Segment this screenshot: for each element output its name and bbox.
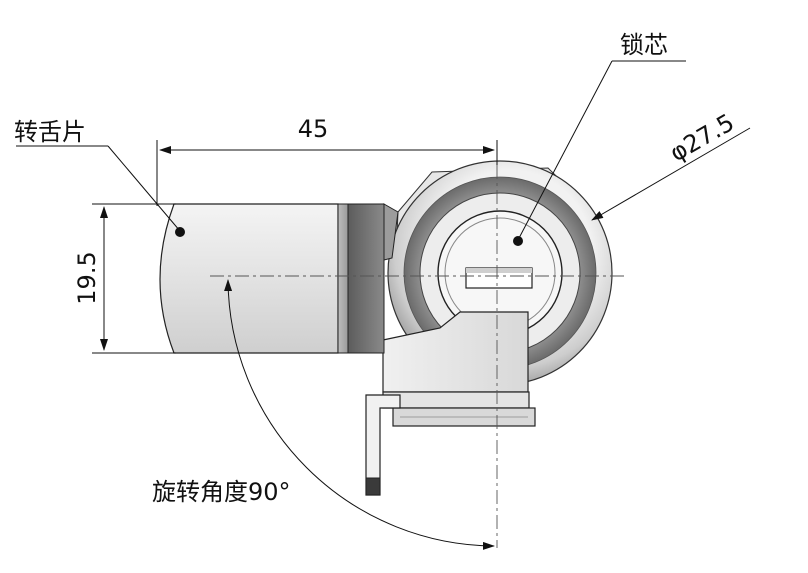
bracket-bar bbox=[382, 391, 530, 409]
height-dimension: 19.5 bbox=[73, 203, 176, 354]
diameter-dim-label: φ27.5 bbox=[665, 108, 739, 167]
core-callout-dot bbox=[513, 236, 523, 246]
tongue-callout-label: 转舌片 bbox=[14, 118, 86, 146]
core-callout-label: 锁芯 bbox=[620, 31, 668, 59]
tongue-callout-dot bbox=[175, 227, 185, 237]
center-lines bbox=[210, 140, 625, 548]
width-dim-label: 45 bbox=[298, 115, 329, 143]
core-callout: 锁芯 bbox=[513, 31, 686, 246]
mounting-bracket bbox=[365, 311, 536, 496]
cam-arm-tip bbox=[365, 477, 381, 496]
rotation-indicator: 旋转角度90° bbox=[152, 279, 495, 550]
diameter-dimension: φ27.5 bbox=[591, 108, 751, 221]
width-dimension: 45 bbox=[156, 115, 498, 206]
tongue-collar bbox=[347, 203, 385, 354]
rotation-label: 旋转角度90° bbox=[152, 478, 291, 506]
tongue-plate bbox=[159, 203, 399, 354]
key-slot-top bbox=[466, 268, 532, 273]
tongue-callout: 转舌片 bbox=[14, 118, 185, 237]
diameter-leader bbox=[591, 127, 751, 221]
rotation-arc bbox=[224, 279, 495, 550]
height-dim-label: 19.5 bbox=[73, 251, 101, 304]
tongue-body bbox=[159, 203, 339, 354]
tongue-band bbox=[337, 203, 349, 354]
